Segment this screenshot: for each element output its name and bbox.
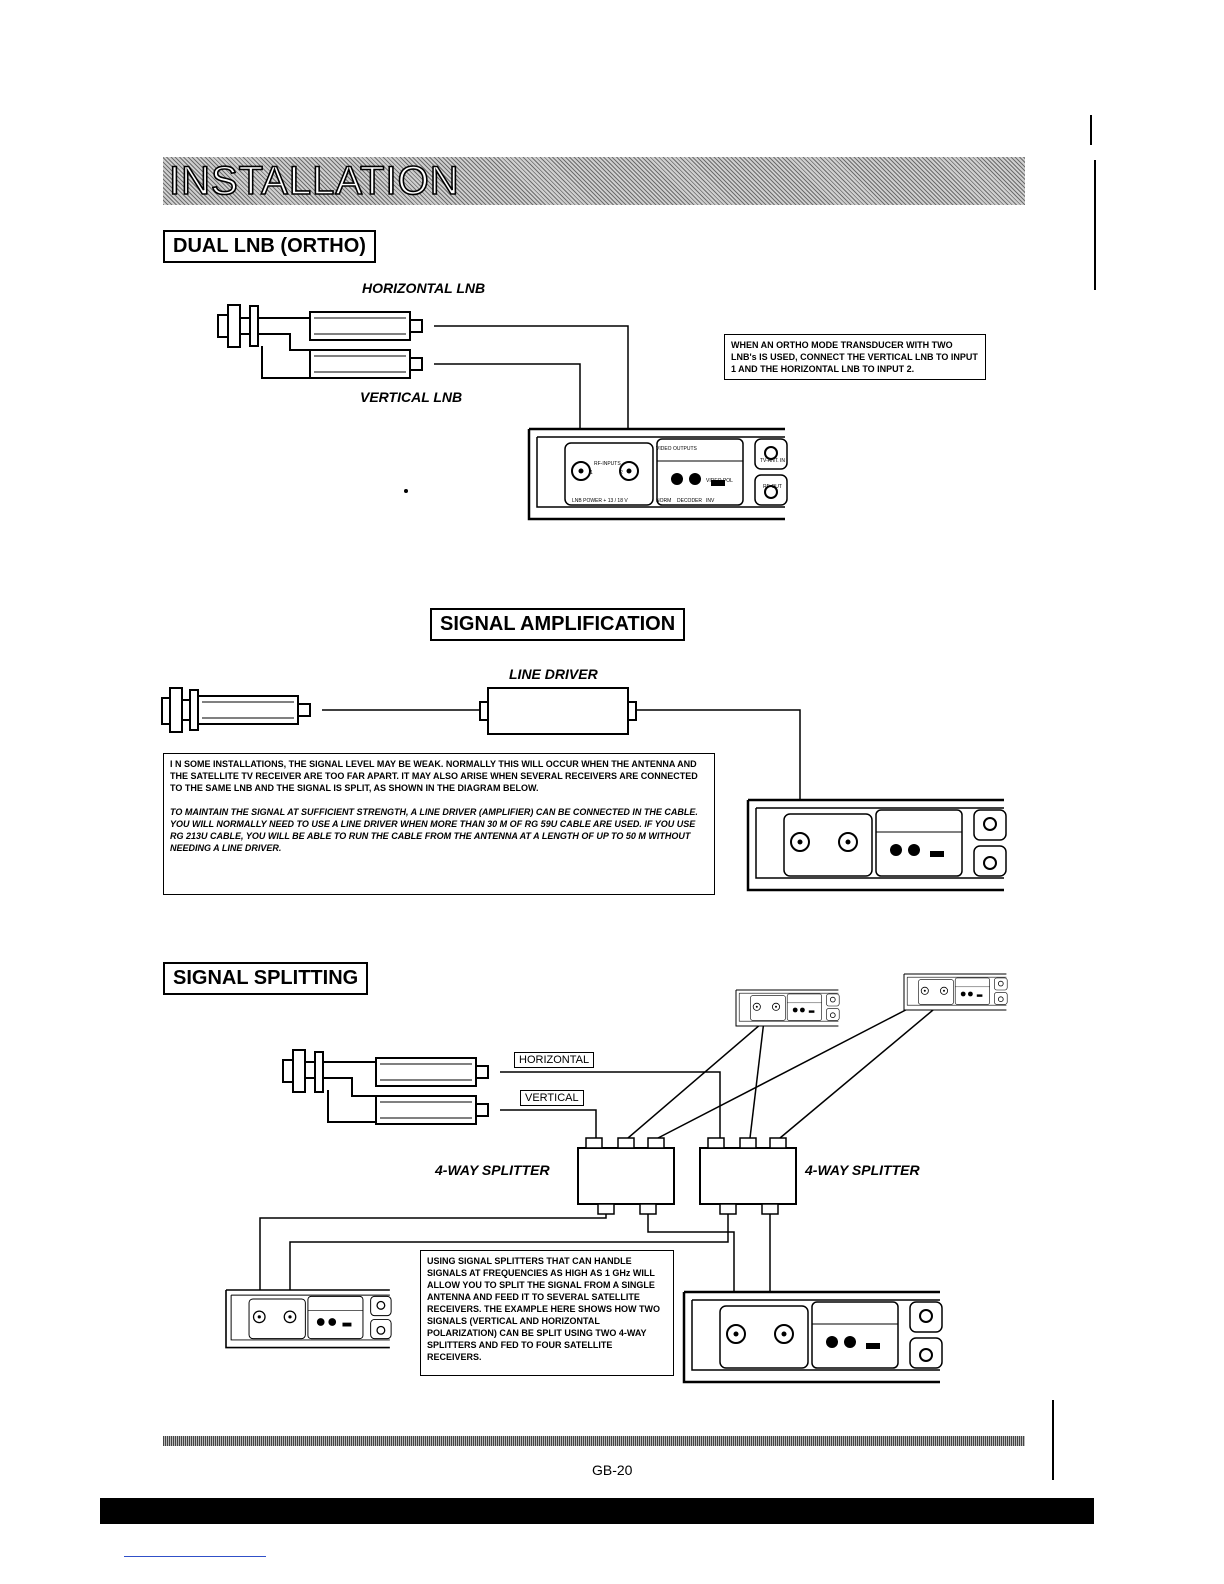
heading-dual-lnb: DUAL LNB (ORTHO)	[163, 230, 376, 263]
note-amplification-text-2: TO MAINTAIN THE SIGNAL AT SUFFICIENT STR…	[170, 807, 698, 853]
r1-port-2: 2	[620, 470, 623, 476]
bottom-black-bar	[100, 1498, 1094, 1524]
caption-splitter-left: 4-WAY SPLITTER	[435, 1162, 550, 1178]
note-amplification: I N SOME INSTALLATIONS, THE SIGNAL LEVEL…	[163, 753, 715, 895]
note-splitting: USING SIGNAL SPLITTERS THAT CAN HANDLE S…	[420, 1250, 674, 1376]
r1-port-1: 1	[590, 470, 593, 476]
heading-signal-splitting: SIGNAL SPLITTING	[163, 962, 369, 995]
caption-horizontal-lnb: HORIZONTAL LNB	[362, 280, 486, 296]
r1-video-outputs: VIDEO OUTPUTS	[656, 446, 698, 452]
splitter-left	[577, 1137, 675, 1215]
caption-line-driver: LINE DRIVER	[509, 666, 598, 682]
r1-norm: NORM	[656, 498, 671, 504]
scan-edge-mark	[1090, 115, 1092, 145]
scan-edge-mark-2	[1094, 160, 1096, 290]
installation-banner: INSTALLATION	[163, 157, 1025, 205]
receiver-panel-1	[527, 427, 789, 521]
page-number: GB-20	[592, 1462, 633, 1478]
note-splitting-text: USING SIGNAL SPLITTERS THAT CAN HANDLE S…	[427, 1256, 661, 1362]
note-ortho-text: WHEN AN ORTHO MODE TRANSDUCER WITH TWO L…	[731, 340, 978, 374]
tag-horizontal: HORIZONTAL	[514, 1052, 595, 1068]
note-ortho: WHEN AN ORTHO MODE TRANSDUCER WITH TWO L…	[724, 334, 986, 380]
receiver-bottom-right	[682, 1290, 944, 1384]
blue-underline	[124, 1556, 266, 1557]
single-lnb-assembly	[161, 687, 311, 733]
footer-hatch-rule	[163, 1436, 1025, 1446]
r1-rf-out: RF-OUT	[763, 484, 782, 490]
caption-splitter-right: 4-WAY SPLITTER	[805, 1162, 920, 1178]
speck	[404, 489, 408, 493]
tag-vertical: VERTICAL	[520, 1090, 584, 1106]
r1-decoder: DECODER	[677, 498, 702, 504]
receiver-small-top-right	[903, 973, 1008, 1011]
ortho-lnb-assembly	[217, 304, 423, 379]
scan-edge-mark-3	[1052, 1400, 1054, 1480]
receiver-bottom-left	[225, 1289, 392, 1349]
r1-video-pol: VIDEO POL	[706, 478, 733, 484]
heading-signal-amplification: SIGNAL AMPLIFICATION	[430, 608, 686, 641]
cable-driver-to-receiver	[636, 709, 801, 840]
caption-vertical-lnb: VERTICAL LNB	[360, 389, 463, 405]
r1-lnb-power: LNB POWER + 13 / 18 V	[572, 498, 628, 504]
r1-tv-ant-in: TV-ANT. IN	[760, 458, 785, 464]
split-ortho-assembly	[282, 1049, 489, 1125]
r1-rf-inputs: RF-INPUTS	[594, 461, 621, 467]
cable-horizontal-to-input2	[434, 325, 629, 462]
page-title: INSTALLATION	[168, 158, 460, 204]
r1-inv: INV	[706, 498, 715, 504]
receiver-small-top-left	[735, 989, 840, 1027]
note-amplification-text-1: I N SOME INSTALLATIONS, THE SIGNAL LEVEL…	[170, 759, 698, 793]
receiver-panel-2	[746, 798, 1008, 892]
line-driver-box	[479, 687, 637, 735]
splitter-right	[699, 1137, 797, 1215]
